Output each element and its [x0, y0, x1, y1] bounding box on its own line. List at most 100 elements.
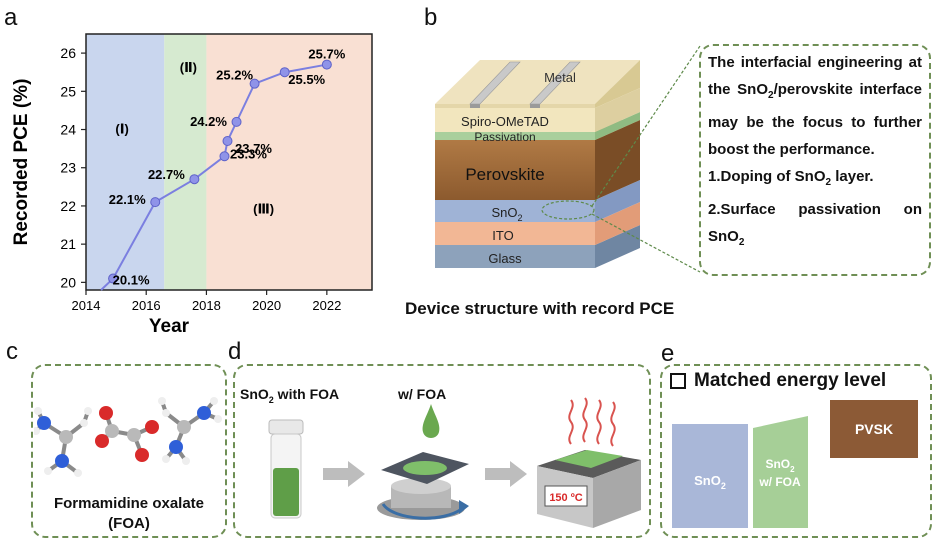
arrow-1 — [323, 461, 365, 487]
heated-film — [555, 450, 623, 468]
arrow-2 — [485, 461, 527, 487]
data-point — [219, 151, 230, 162]
panel-e-letter: e — [661, 340, 675, 367]
callout-item-2: 2.Surface passivation on SnO2 — [708, 201, 922, 248]
energy-level-diagram: SnO2 SnO2 w/ FOA PVSK — [672, 400, 918, 528]
foa-molecule — [34, 397, 222, 477]
panel-c-letter: c — [6, 338, 18, 365]
spiro-layer-side — [435, 108, 595, 132]
callout-box — [699, 44, 931, 276]
y-tick-label: 25 — [60, 83, 76, 99]
sno2-foa-label-2: w/ FOA — [758, 475, 801, 489]
spin-direction-arrow — [381, 503, 464, 520]
heat-waves — [568, 397, 616, 447]
glass-layer-side — [435, 245, 595, 268]
foa-drop — [422, 404, 440, 438]
x-tick-label: 2016 — [132, 298, 161, 313]
x-axis-label: Year — [149, 316, 190, 337]
y-tick-label: 22 — [60, 198, 76, 214]
data-point — [231, 116, 242, 127]
data-label: 20.1% — [113, 273, 150, 288]
y-tick-label: 20 — [60, 274, 76, 290]
pce-line-chart: (Ⅰ) (Ⅱ) (Ⅲ) 2014 2016 2018 2020 2022 20 21 22 23 24 2… — [11, 33, 373, 337]
callout-paragraph: The interfacial engineering at the SnO2/… — [708, 54, 922, 158]
region-3 — [206, 34, 372, 290]
checkbox-icon — [670, 373, 686, 389]
drop-label: w/ FOA — [398, 386, 447, 402]
data-label: 22.1% — [109, 192, 146, 207]
y-tick-label: 21 — [60, 236, 76, 252]
layer-label-passivation: Passivation — [474, 130, 535, 144]
x-tick-label: 2014 — [72, 298, 101, 313]
vial-label: SnO2 with FOA — [240, 386, 340, 405]
x-tick-label: 2020 — [252, 298, 281, 313]
data-label: 25.5% — [288, 72, 325, 87]
x-tick-label: 2022 — [312, 298, 341, 313]
vial-solution — [273, 468, 299, 516]
panel-e-box — [660, 364, 932, 538]
y-axis-label: Recorded PCE (%) — [11, 79, 32, 246]
sno2-band-label: SnO2 — [694, 473, 726, 491]
panel-c-box — [31, 364, 227, 538]
spin-chuck — [391, 478, 451, 494]
region-label-1: (Ⅰ) — [115, 121, 129, 136]
data-label: 25.7% — [308, 47, 345, 62]
temp-display — [544, 485, 588, 507]
device-stack-diagram: Metal Spiro-OMeTAD Passivation Perovskit… — [435, 60, 640, 268]
panel-d-letter: d — [228, 338, 242, 365]
hotplate-side — [593, 460, 641, 528]
device-caption: Device structure with record PCE — [405, 299, 675, 318]
region-2 — [164, 34, 207, 290]
data-label: 23.3% — [230, 146, 267, 161]
data-point — [189, 174, 200, 185]
y-tick-label: 24 — [60, 122, 76, 138]
perovskite-layer-side — [435, 140, 595, 200]
data-label: 22.7% — [148, 167, 185, 182]
callout-item-1: 1.Doping of SnO2 layer. — [708, 168, 874, 188]
callout-text: The interfacial engineering at the SnO2/… — [708, 49, 922, 256]
x-tick-label: 2018 — [192, 298, 221, 313]
data-point — [249, 78, 260, 89]
foa-name-line1: Formamidine oxalate — [53, 495, 205, 512]
y-tick-label: 26 — [60, 45, 76, 61]
plot-frame — [85, 33, 373, 291]
energy-title: Matched energy level — [670, 370, 886, 392]
temp-readout: 150 ºC — [549, 492, 582, 504]
sno2-band — [672, 424, 748, 528]
metal-strip-2-side — [530, 104, 540, 108]
pvsk-band — [830, 400, 918, 458]
pvsk-label: PVSK — [855, 421, 893, 437]
region-1 — [86, 34, 165, 290]
foa-name-line2: (FOA) — [108, 515, 150, 532]
panel-a-letter: a — [4, 4, 18, 31]
region-label-2: (Ⅱ) — [180, 60, 197, 75]
layer-label-ito: ITO — [492, 228, 513, 243]
sno2-foa-label: SnO2 — [765, 457, 795, 474]
data-point — [150, 197, 161, 208]
data-point — [279, 67, 290, 78]
layer-label-spiro: Spiro-OMeTAD — [461, 114, 549, 129]
data-point — [108, 273, 119, 284]
y-tick-label: 23 — [60, 160, 76, 176]
pce-line — [100, 63, 328, 291]
metal-strip-1-side — [470, 104, 480, 108]
foa-name: Formamidine oxalate (FOA) — [31, 494, 227, 534]
atoms — [34, 397, 222, 477]
metal-base-side — [435, 104, 595, 108]
ito-layer-side — [435, 222, 595, 245]
process-illustration: 150 ºC — [268, 397, 641, 528]
passivation-layer-side — [435, 132, 595, 140]
data-label: 25.2% — [216, 68, 253, 83]
spin-arrowhead — [459, 500, 469, 514]
data-point — [222, 135, 233, 146]
energy-title-text: Matched energy level — [694, 370, 887, 391]
data-label: 23.7% — [235, 141, 272, 156]
data-point — [321, 59, 332, 70]
panel-b-letter: b — [424, 4, 438, 31]
sno2-foa-band — [753, 416, 808, 528]
region-label-3: (Ⅲ) — [253, 202, 274, 217]
layer-label-sno2: SnO2 — [491, 205, 522, 223]
panel-d-box — [233, 364, 651, 538]
layer-label-perovskite: Perovskite — [465, 165, 544, 184]
vial-cap — [268, 419, 304, 435]
